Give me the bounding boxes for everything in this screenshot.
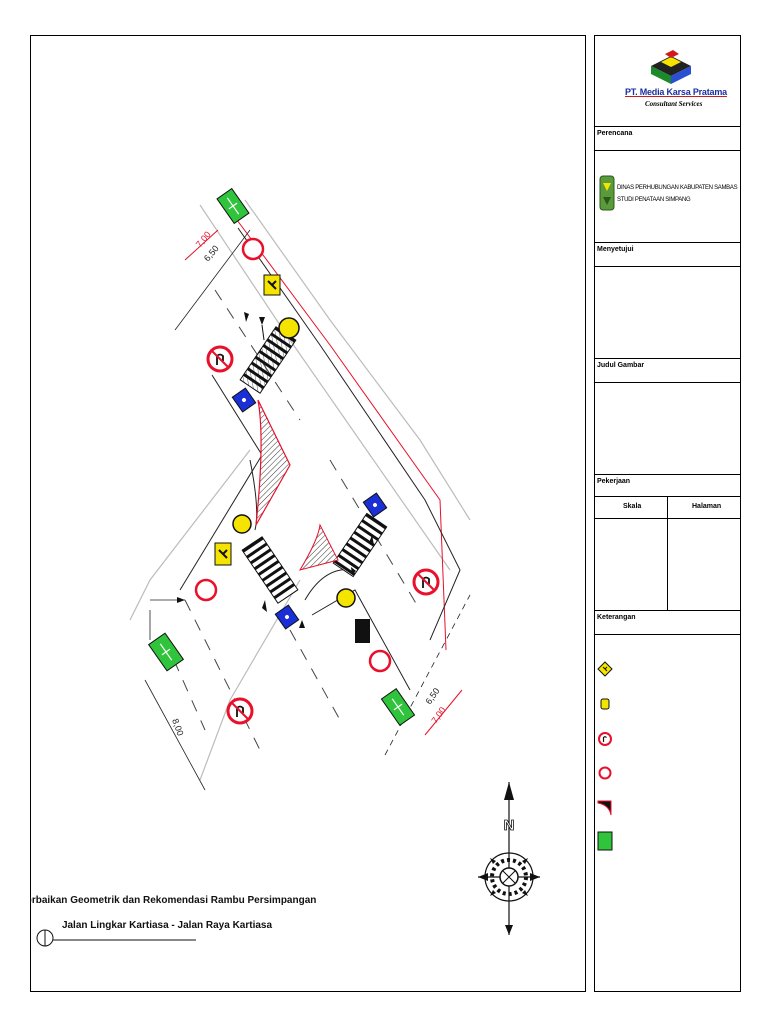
dim-right-red: 7,00 [429, 705, 447, 725]
legend-symbols [597, 661, 613, 851]
skala-label: Skala [623, 503, 642, 510]
north-label: N [503, 817, 514, 834]
no-uturn-signs [206, 345, 439, 724]
drawing-title-line2: Jalan Lingkar Kartiasa - Jalan Raya Kart… [61, 920, 272, 931]
direction-arrows [176, 311, 374, 628]
title-block: PT. Media Karsa Pratama Consultant Servi… [594, 35, 741, 992]
keterangan-label: Keterangan [597, 614, 636, 621]
agency-line1: DINAS PERHUBUNGAN KABUPATEN SAMBAS [617, 185, 738, 191]
yellow-warning-signs [214, 274, 280, 565]
main-road-red-edge [233, 215, 446, 650]
company-logo-icon [651, 50, 691, 84]
no-uturn-sign-icon [598, 732, 612, 746]
row-menyetujui: Menyetujui [595, 242, 740, 266]
row-pekerjaan: Pekerjaan [595, 474, 740, 496]
channelization-hatch-icon [597, 800, 612, 816]
north-arrow: N [477, 781, 540, 935]
dim-line-red-top [184, 229, 218, 260]
intersection-plan: 7,00 6,50 6,50 7,00 8,00 [30, 187, 540, 946]
channelization-right [298, 522, 339, 571]
prohibition-circle-signs [194, 237, 391, 672]
yellow-signal-icon [600, 698, 610, 710]
row-keterangan: Keterangan [595, 610, 740, 634]
row-agency: DINAS PERHUBUNGAN KABUPATEN SAMBAS STUDI… [595, 150, 740, 242]
row-menyetujui-body [595, 266, 740, 358]
zebra-crossing-west [240, 535, 299, 604]
prohibition-circle-icon [598, 766, 612, 780]
row-judul-body [595, 382, 740, 474]
perencana-label: Perencana [597, 130, 633, 137]
dimension-lines [144, 229, 470, 790]
green-direction-sign-right [380, 687, 415, 726]
company-name: PT. Media Karsa Pratama [625, 87, 727, 97]
menyetujui-label: Menyetujui [597, 246, 634, 253]
row-legend [595, 634, 740, 993]
dim-top-black: 6,50 [201, 243, 220, 263]
pekerjaan-label: Pekerjaan [597, 478, 631, 485]
dim-line-red-right [424, 689, 462, 735]
warning-diamond-icon [597, 661, 613, 677]
company-tagline: Consultant Services [645, 100, 703, 108]
drawing-number-symbol [36, 929, 196, 946]
drawing-frame: 7,00 6,50 6,50 7,00 8,00 [30, 35, 586, 992]
yellow-signals [231, 316, 356, 608]
drawing-title-line1: Perbaikan Geometrik dan Rekomendasi Ramb… [30, 895, 316, 906]
halaman-label: Halaman [692, 503, 722, 510]
skala-halaman-divider [667, 496, 668, 610]
judul-gambar-label: Judul Gambar [597, 362, 645, 369]
green-direction-sign-left [147, 631, 184, 672]
green-direction-sign-icon [597, 831, 613, 851]
dim-left-black: 8,00 [170, 717, 185, 737]
road-outline [128, 199, 471, 780]
row-perencana: Perencana [595, 126, 740, 150]
dim-right-black: 6,50 [423, 686, 441, 706]
black-marker [354, 618, 370, 643]
lane-markings [164, 289, 420, 750]
channelization-left [254, 399, 291, 525]
green-direction-sign-top [215, 187, 250, 224]
company-logo-area: PT. Media Karsa Pratama Consultant Servi… [595, 36, 740, 126]
blue-signs [231, 386, 387, 630]
main-road-edge [237, 227, 461, 640]
agency-emblem-icon [599, 175, 615, 211]
zebra-crossing-east [332, 512, 387, 577]
row-judul: Judul Gambar [595, 358, 740, 382]
agency-line2: STUDI PENATAAN SIMPANG [617, 197, 691, 203]
